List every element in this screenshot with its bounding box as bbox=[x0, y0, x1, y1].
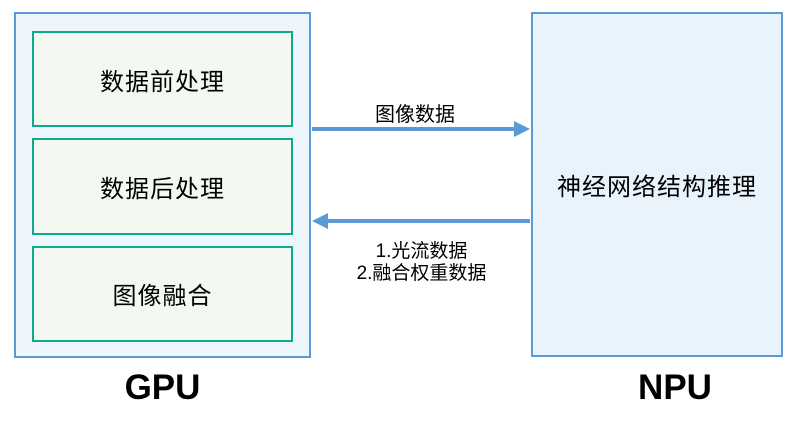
flow-label-image-data: 图像数据 bbox=[375, 104, 455, 126]
flow-label-fusion-weights: 2.融合权重数据 bbox=[356, 263, 487, 284]
gpu-block-preprocess-label: 数据前处理 bbox=[100, 68, 225, 96]
gpu-block-image-fusion-label: 图像融合 bbox=[112, 283, 213, 311]
gpu-block-postprocess: 数据后处理 bbox=[32, 138, 293, 235]
npu-content-label: 神经网络结构推理 bbox=[557, 174, 757, 201]
gpu-caption: GPU bbox=[124, 368, 201, 407]
gpu-block-preprocess: 数据前处理 bbox=[32, 31, 293, 128]
flow-label-npu-outputs: 1.光流数据 2.融合权重数据 bbox=[330, 241, 513, 285]
gpu-block-image-fusion: 图像融合 bbox=[32, 245, 293, 342]
gpu-box: 数据前处理 数据后处理 图像融合 bbox=[14, 12, 311, 358]
gpu-block-postprocess-label: 数据后处理 bbox=[100, 175, 225, 203]
arrow-npu-to-gpu-head-icon bbox=[312, 213, 328, 229]
npu-box: 神经网络结构推理 bbox=[531, 12, 783, 357]
npu-caption: NPU bbox=[638, 368, 712, 407]
flow-label-optical-flow: 1.光流数据 bbox=[375, 241, 468, 262]
arrow-gpu-to-npu-head-icon bbox=[514, 121, 530, 137]
